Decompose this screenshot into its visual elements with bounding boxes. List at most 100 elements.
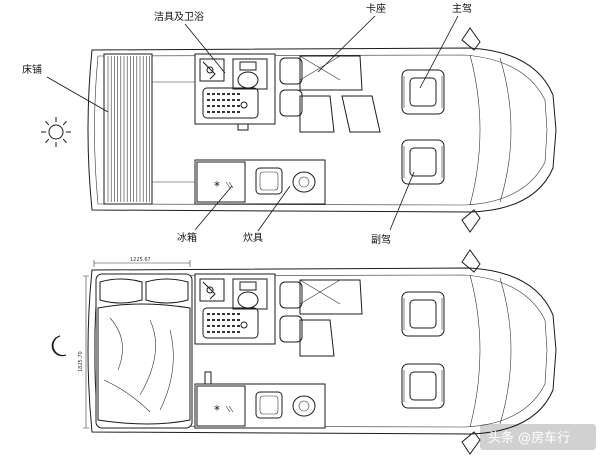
bed-dimension-lines: 1225.67 1825.70	[78, 257, 191, 429]
tray-dot	[207, 319, 210, 321]
tray-dot	[222, 99, 225, 101]
bottom-dinette	[279, 279, 363, 357]
tray-dot	[212, 93, 215, 95]
tray-dot	[222, 331, 225, 333]
tray-dot	[217, 331, 220, 333]
top-bathroom	[194, 53, 276, 131]
tray-dot	[222, 319, 225, 321]
tray-dot	[207, 313, 210, 315]
tray-dot	[232, 93, 235, 95]
driver-label: 主驾	[452, 3, 472, 15]
tray-dot	[232, 313, 235, 315]
top-driver-seat	[401, 69, 445, 115]
tray-dot	[212, 99, 215, 101]
tray-dot	[207, 105, 210, 107]
tray-dot	[222, 325, 225, 327]
tray-dot	[232, 99, 235, 101]
pillow-left	[99, 278, 143, 304]
tray-dot	[207, 331, 210, 333]
bed-label: 床铺	[22, 63, 42, 76]
fridge-label: 冰箱	[177, 231, 197, 244]
tray-dot	[227, 93, 230, 95]
svg-text:头条 @房车行: 头条 @房车行	[488, 430, 570, 446]
tray-dot	[232, 331, 235, 333]
sun-ray	[62, 138, 67, 143]
top-bed	[103, 53, 153, 205]
bottom-bed	[95, 273, 193, 429]
tray-dot	[232, 325, 235, 327]
tray-dot	[217, 93, 220, 95]
tray-dot	[227, 319, 230, 321]
tray-dot	[207, 325, 210, 327]
duvet	[97, 303, 191, 425]
tray-dot	[207, 93, 210, 95]
bottom-kitchen: *	[194, 383, 326, 429]
tray-dot	[227, 99, 230, 101]
tray-dot	[217, 313, 220, 315]
tray-dot	[217, 325, 220, 327]
bottom-passenger-seat	[401, 363, 445, 409]
tray-dot	[212, 325, 215, 327]
top-dinette	[279, 55, 381, 133]
top-floorplan: *	[87, 27, 557, 233]
sun-icon	[41, 117, 71, 147]
sun-ray	[45, 138, 50, 143]
tray-dot	[227, 111, 230, 113]
tray-dot	[207, 99, 210, 101]
tray-dot	[227, 325, 230, 327]
tray-dot	[212, 111, 215, 113]
tray-dot	[232, 105, 235, 107]
top-van-body	[87, 47, 557, 213]
top-kitchen: *	[194, 159, 326, 205]
stove-label: 炊具	[243, 231, 263, 244]
bottom-driver-seat	[401, 291, 445, 337]
tray-dot	[222, 105, 225, 107]
top-left-mirror	[461, 27, 481, 51]
tray-dot	[232, 319, 235, 321]
tray-dot	[232, 111, 235, 113]
bath-label: 洁具及卫浴	[154, 10, 204, 23]
bottom-floorplan: 1225.67 1825.70	[78, 249, 557, 455]
dinette-label: 卡座	[366, 2, 386, 15]
top-right-mirror	[461, 209, 481, 233]
bottom-van-body	[87, 267, 557, 435]
tray-dot	[227, 331, 230, 333]
tray-dot	[227, 313, 230, 315]
tray-dot	[212, 313, 215, 315]
tray-dot	[237, 93, 240, 95]
tray-dot	[237, 99, 240, 101]
tray-dot	[212, 105, 215, 107]
pillow-right	[145, 278, 189, 304]
tray-dot	[237, 313, 240, 315]
bed-width-dimension: 1225.67	[130, 257, 151, 263]
tray-dot	[237, 105, 240, 107]
bed-length-dimension: 1825.70	[78, 351, 84, 372]
tray-dot	[217, 111, 220, 113]
tray-dot	[217, 319, 220, 321]
tray-dot	[222, 313, 225, 315]
tray-dot	[237, 319, 240, 321]
tray-dot	[212, 319, 215, 321]
tray-dot	[237, 325, 240, 327]
tray-dot	[237, 111, 240, 113]
tray-dot	[227, 105, 230, 107]
tray-dot	[212, 331, 215, 333]
sun-ray	[45, 121, 50, 126]
tray-dot	[222, 93, 225, 95]
moon-icon	[51, 335, 67, 357]
snowflake-icon-bottom: *	[214, 403, 220, 417]
tray-dot	[217, 99, 220, 101]
bottom-bathroom	[194, 273, 276, 385]
tray-dot	[237, 331, 240, 333]
snowflake-icon: *	[214, 179, 220, 193]
sun-ray	[62, 121, 67, 126]
bottom-left-mirror	[461, 249, 481, 273]
tray-dot	[222, 111, 225, 113]
bottom-right-mirror	[461, 431, 481, 455]
top-passenger-seat	[401, 139, 445, 185]
tray-dot	[217, 105, 220, 107]
passenger-label: 副驾	[371, 234, 391, 246]
tray-dot	[207, 111, 210, 113]
watermark: 头条 @房车行	[480, 424, 596, 450]
